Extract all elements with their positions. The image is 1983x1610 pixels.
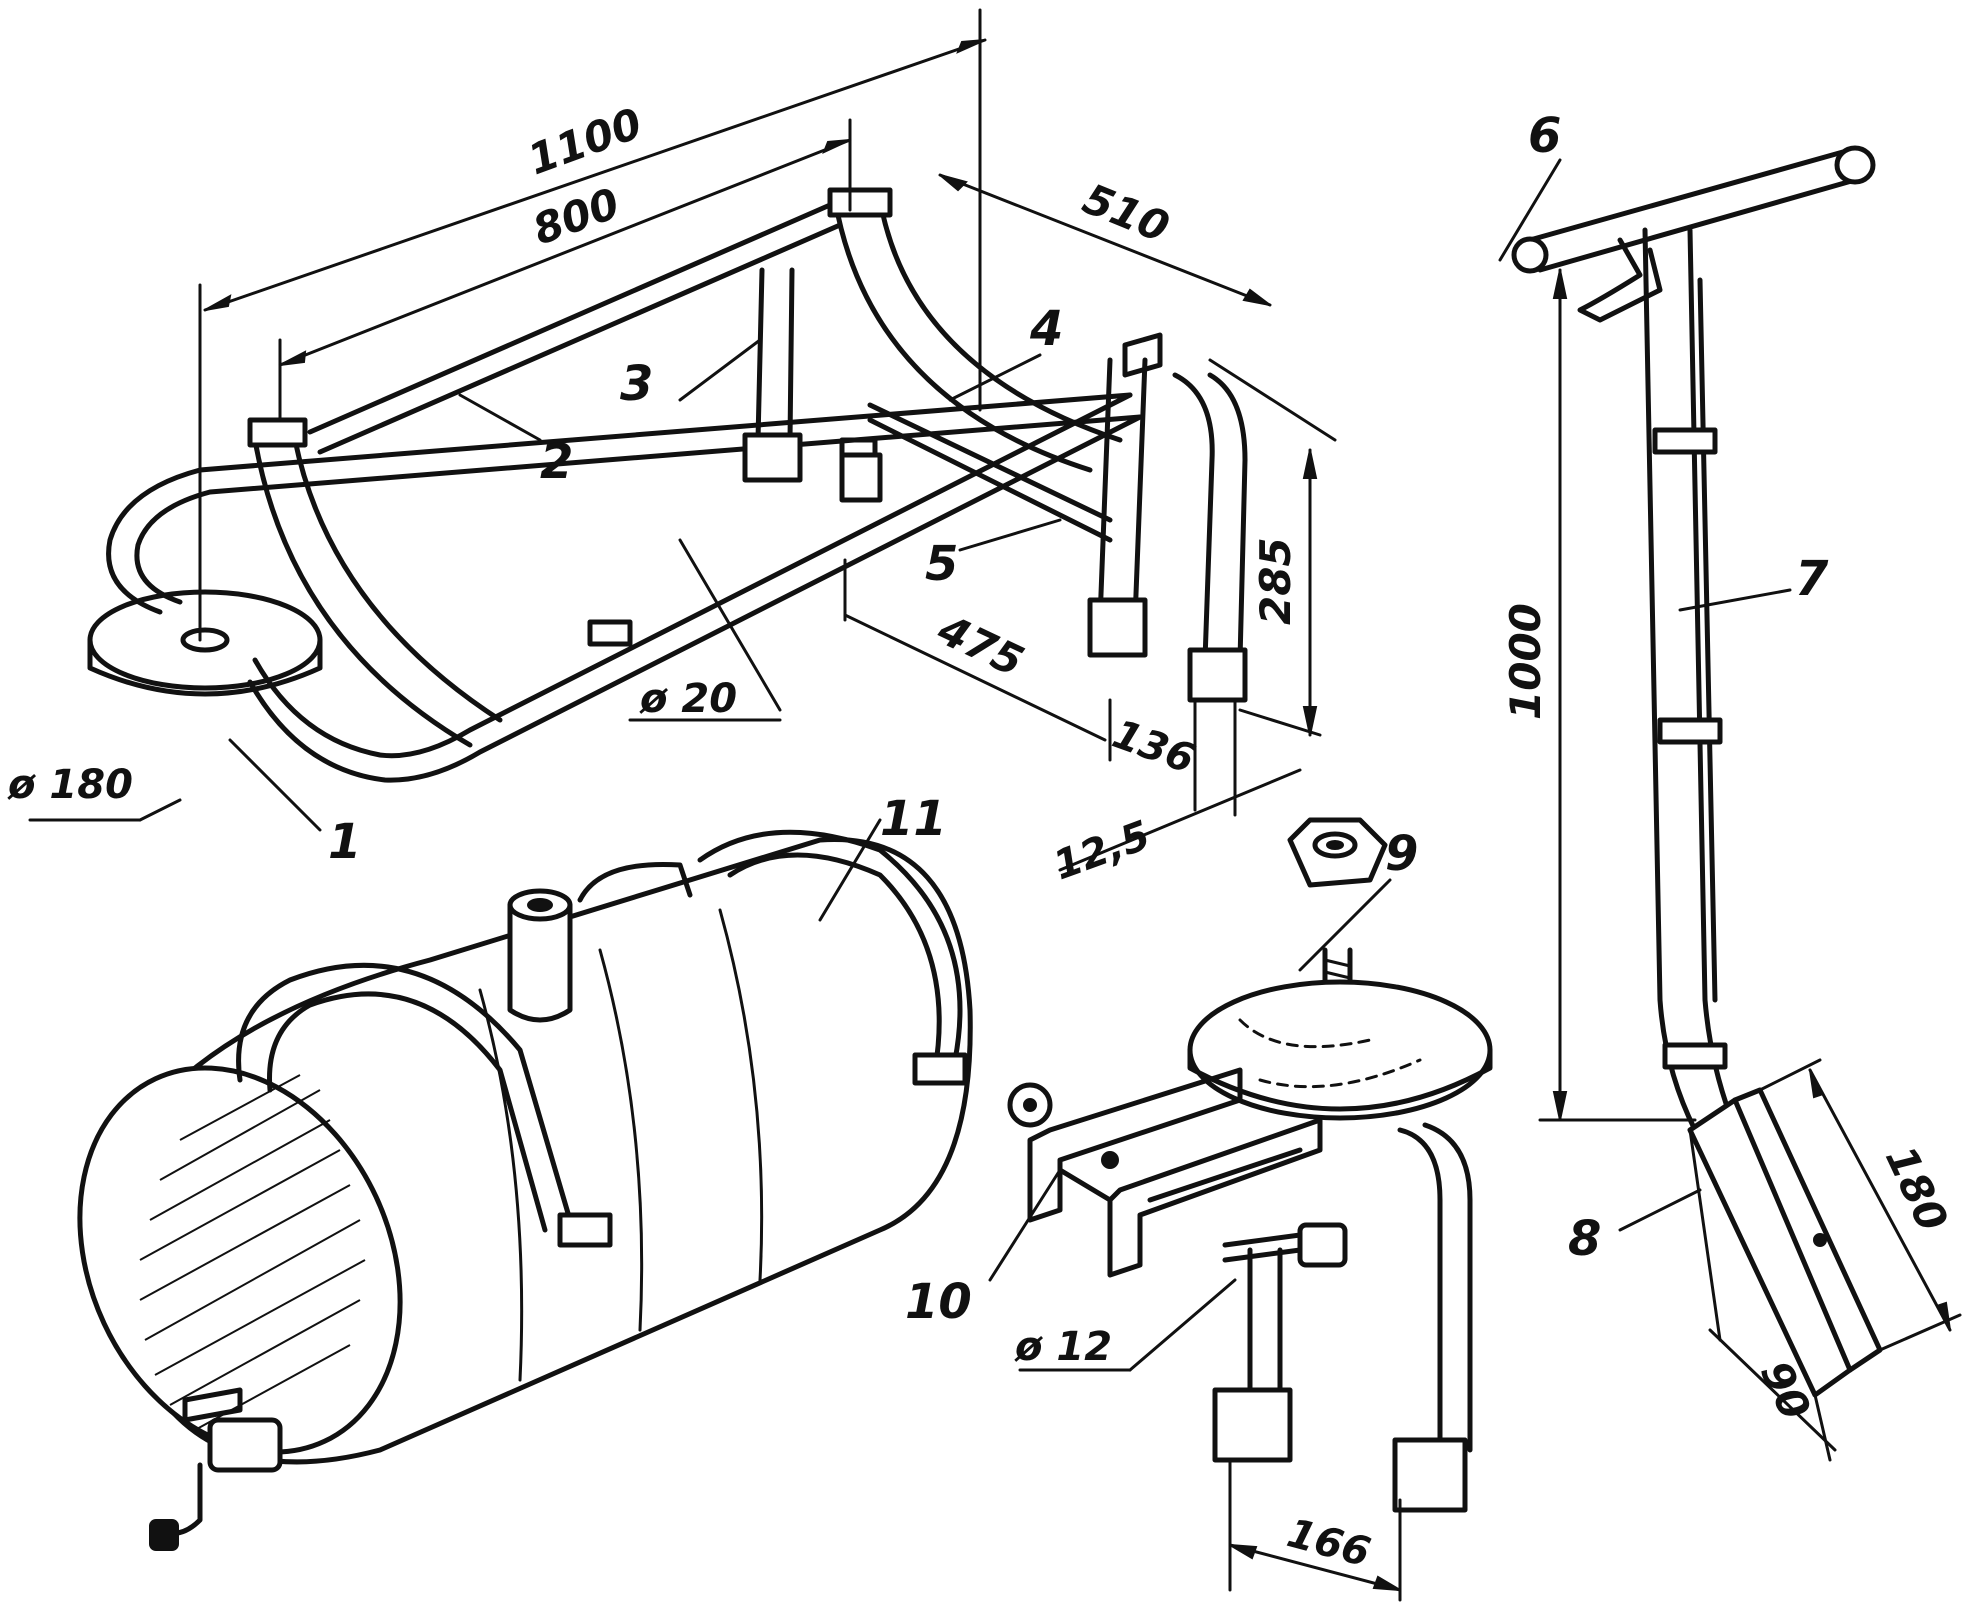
middle-cradle: [832, 197, 1093, 473]
dim-510: 510: [1076, 174, 1176, 252]
part-label-9: 9: [1385, 826, 1418, 882]
dim-1000: 1000: [1501, 603, 1550, 720]
part-label-3: 3: [620, 356, 653, 412]
dim-dia-180: ø 180: [7, 762, 133, 808]
dim-dia-12: ø 12: [1014, 1324, 1112, 1370]
part-label-1: 1: [328, 814, 361, 870]
tank-end: [77, 1065, 403, 1455]
rear-uprights: [1097, 357, 1148, 623]
dim-180: 180: [1876, 1139, 1957, 1239]
part-label-7: 7: [1795, 551, 1829, 607]
tank-strap-front: [236, 962, 573, 1233]
dim-dia-20: ø 20: [639, 676, 737, 722]
dim-12-5: 12,5: [1048, 812, 1156, 889]
support-leg-left: [755, 267, 795, 443]
part-label-5: 5: [925, 536, 958, 592]
foot-plate: [1687, 1097, 1853, 1398]
frame-dimensions: [28, 8, 1337, 872]
front-tube: [106, 392, 1133, 615]
plate-assembly: [1007, 817, 1493, 1513]
round-plate: [1187, 979, 1493, 1121]
base-plate-hole: [180, 627, 230, 653]
dim-136: 136: [1107, 711, 1201, 783]
labels: 1 2 3 4 5 6 7 8 9 10 11 1100 800 510 285…: [7, 98, 1957, 1576]
dim-475: 475: [930, 604, 1031, 686]
handle-stand: [1511, 145, 1883, 1398]
water-tank: [77, 829, 973, 1551]
bottom-dimensions: [1228, 1458, 1402, 1602]
crossbar: [867, 402, 1113, 523]
dim-285: 285: [1251, 537, 1300, 625]
top-rail: [307, 202, 833, 435]
dim-166: 166: [1282, 1510, 1375, 1576]
plate-leg-left: [1247, 1247, 1283, 1393]
dim-1100: 1100: [522, 98, 649, 184]
frame-assembly: [87, 187, 1248, 783]
part-label-8: 8: [1568, 1211, 1601, 1267]
part-label-6: 6: [1528, 108, 1561, 164]
channel-rail: [1027, 1067, 1243, 1223]
right-dimensions: [1538, 268, 1962, 1462]
part-label-2: 2: [540, 434, 573, 490]
bolt: [1222, 1222, 1348, 1268]
nut-top: [1287, 817, 1388, 888]
filler-neck: [507, 902, 573, 1023]
part-label-10: 10: [905, 1274, 972, 1330]
leader-lines: [228, 158, 1792, 1372]
dim-800: 800: [527, 178, 626, 254]
tap: [149, 1387, 283, 1551]
part-label-4: 4: [1029, 301, 1063, 357]
tank-strap-rear: [697, 829, 963, 1073]
t-bar: [1527, 147, 1858, 273]
left-cradle: [252, 437, 473, 748]
lower-tube: [252, 392, 1133, 759]
plate-leg-right: [1397, 1122, 1473, 1453]
part-label-11: 11: [880, 791, 947, 847]
latch: [1577, 237, 1663, 323]
